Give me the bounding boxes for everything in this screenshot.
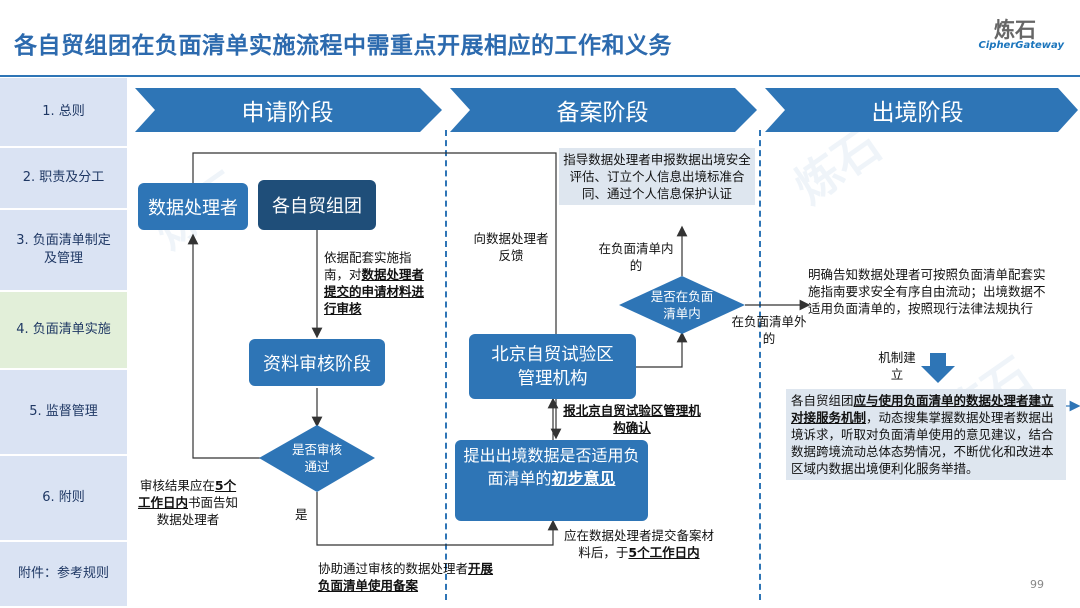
logo: 炼石 (994, 18, 1036, 42)
sidebar-item-list-making[interactable]: 3. 负面清单制定及管理 (0, 210, 127, 292)
sidebar-item-appendix[interactable]: 附件：参考规则 (0, 542, 127, 608)
header-divider (0, 75, 1080, 77)
data-processor-box: 数据处理者 (138, 183, 248, 230)
ftz-review-note-text: 依据配套实施指南，对 (324, 250, 412, 282)
mechanism-arrow (921, 353, 955, 383)
filing-note: 应在数据处理者提交备案材料后，于5个工作日内 (564, 527, 714, 561)
guide-note: 指导数据处理者申报数据出境安全评估、订立个人信息出境标准合同、通过个人信息保护认… (559, 148, 755, 205)
out-list-note: 在负面清单外的 (731, 314, 807, 346)
stage-arrow-filing (450, 88, 757, 132)
yes-label: 是 (295, 507, 308, 522)
review-result-tail: 书面告知数据处理者 (156, 495, 239, 527)
sidebar-item-supervision[interactable]: 5. 监督管理 (0, 370, 127, 456)
page-number: 99 (1030, 578, 1044, 591)
in-list-note: 在负面清单内的 (598, 241, 674, 273)
ftz-review-note-emphasis: 数据处理者提交的申请材料进行审核 (324, 267, 425, 316)
stage-label-filing: 备案阶段 (556, 100, 649, 126)
review-stage-box: 资料审核阶段 (249, 339, 385, 386)
sidebar-item-general[interactable]: 1. 总则 (0, 78, 127, 148)
stage-label-export: 出境阶段 (871, 100, 964, 126)
stage-label-apply: 申请阶段 (241, 100, 334, 126)
review-result-emphasis: 5个工作日内 (137, 478, 237, 510)
proposal-box: 提出出境数据是否适用负面清单的初步意见 (455, 440, 648, 521)
beijing-agency-box: 北京自贸试验区管理机构 (469, 334, 636, 399)
proposal-text: 提出出境数据是否适用负面清单的 (463, 446, 640, 488)
review-result-note: 审核结果应在5个工作日内书面告知数据处理者 (136, 477, 240, 528)
review-decision-label: 是否审核通过 (291, 442, 342, 474)
ftz-review-note: 依据配套实施指南，对数据处理者提交的申请材料进行审核 (324, 249, 436, 317)
service-mechanism-note: 各自贸组团应与使用负面清单的数据处理者建立对接服务机制，动态搜集掌握数据处理者数… (786, 389, 1066, 480)
stage-arrow-apply (135, 88, 442, 132)
filing-note-text: 应在数据处理者提交备案材料后，于 (564, 528, 715, 560)
sidebar-item-duties[interactable]: 2. 职责及分工 (0, 148, 127, 210)
feedback-note: 向数据处理者反馈 (473, 231, 549, 263)
in-list-decision-label: 是否在负面清单内 (650, 289, 714, 321)
assist-text: 协助通过审核的数据处理者 (318, 561, 469, 576)
assist-note: 协助通过审核的数据处理者开展负面清单使用备案 (318, 560, 494, 594)
page-title: 各自贸组团在负面清单实施流程中需重点开展相应的工作和义务 (14, 33, 672, 59)
sidebar-item-supplementary[interactable]: 6. 附则 (0, 456, 127, 542)
in-list-decision-diamond (619, 276, 745, 334)
service-note-emphasis: 应与使用负面清单的数据处理者建立对接服务机制 (791, 393, 1054, 425)
filing-note-emphasis: 5个工作日内 (628, 545, 700, 560)
ftz-group-box: 各自贸组团 (258, 180, 376, 230)
review-decision-diamond (259, 425, 375, 492)
report-note: 报北京自贸试验区管理机构确认 (560, 402, 704, 436)
review-result-text: 审核结果应在 (139, 478, 215, 493)
logo-subtitle: CipherGateway (978, 40, 1064, 51)
sidebar: 1. 总则 2. 职责及分工 3. 负面清单制定及管理 4. 负面清单实施 5.… (0, 78, 128, 608)
proposal-emphasis: 初步意见 (551, 469, 616, 488)
stage-divider (445, 130, 447, 600)
mechanism-label: 机制建立 (878, 350, 916, 382)
assist-emphasis: 开展负面清单使用备案 (318, 561, 494, 593)
service-note-tail: ，动态搜集掌握数据处理者数据出境诉求，听取对负面清单使用的意见建议，结合数据跨境… (791, 410, 1054, 476)
stage-divider (759, 130, 761, 600)
sidebar-item-list-implementation[interactable]: 4. 负面清单实施 (0, 292, 127, 370)
stage-arrow-export (765, 88, 1078, 132)
report-note-text: 报北京自贸试验区管理机构确认 (563, 403, 701, 435)
inform-note: 明确告知数据处理者可按照负面清单配套实施指南要求安全有序自由流动；出境数据不适用… (808, 267, 1046, 316)
service-note-text: 各自贸组团 (791, 393, 854, 408)
